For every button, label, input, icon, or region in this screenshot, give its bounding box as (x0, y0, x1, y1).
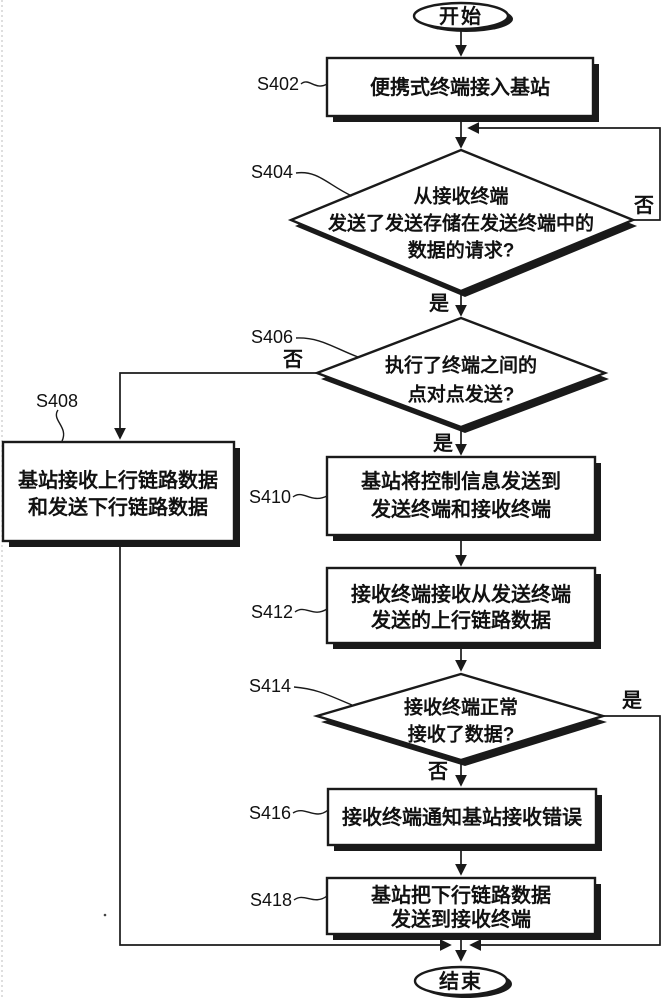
step-label-s408: S408 (36, 391, 78, 411)
edge-s414-yes-to-join (469, 715, 661, 951)
node-s406-shape (313, 316, 609, 429)
node-s410: 基站将控制信息发送到 发送终端和接收终端 S410 (249, 455, 601, 541)
leader-s418 (293, 895, 328, 901)
edge-s404-no-loop (467, 122, 661, 221)
node-s402-shape (325, 56, 595, 118)
node-s404: 从接收终端 发送了发送存储在发送终端中的 数据的请求? S404 (251, 148, 637, 297)
leader-s404 (295, 171, 353, 197)
node-start-shape (412, 1, 510, 31)
node-s414: 接收终端正常 接收了数据? S414 (249, 672, 608, 766)
step-label-s402: S402 (257, 74, 299, 94)
leader-s408 (55, 409, 65, 442)
node-s412-shape (325, 566, 597, 645)
node-s416-text: 接收终端通知基站接收错误 (342, 805, 583, 829)
node-s414-shape (312, 672, 608, 762)
edge-s408-to-join (119, 541, 452, 951)
node-s402-text: 便携式终端接入基站 (370, 75, 550, 99)
node-start: 开始 (412, 1, 513, 32)
node-s406: 执行了终端之间的 点对点发送? S406 (251, 316, 609, 433)
branch-label-s406-yes: 是 (432, 432, 453, 455)
node-s406-text-line1: 执行了终端之间的 (385, 354, 537, 377)
node-end: 结束 (413, 965, 512, 998)
branch-label-s406-no: 否 (282, 349, 303, 371)
step-label-s418: S418 (250, 890, 292, 910)
node-end-shape (413, 965, 509, 997)
branch-label-s414-yes: 是 (621, 689, 642, 712)
node-s412-text-line2: 发送的上行链路数据 (370, 608, 551, 632)
step-label-s414: S414 (249, 676, 291, 696)
connectors (114, 29, 661, 962)
node-s408-text-line2: 和发送下行链路数据 (28, 495, 208, 519)
node-s404-text-line2: 发送了发送存储在发送终端中的 (327, 212, 594, 235)
node-start-label: 开始 (439, 4, 483, 28)
node-s408-text-line1: 基站接收上行链路数据 (18, 468, 218, 492)
node-s410-shape (325, 455, 597, 537)
node-s418-shape (325, 876, 597, 936)
step-label-s410: S410 (249, 487, 291, 507)
leader-s410 (292, 493, 328, 500)
node-s418: 基站把下行链路数据 发送到接收终端 S418 (250, 876, 601, 940)
branch-labels: 否 是 否 是 是 否 (282, 195, 654, 783)
node-s414-text-line1: 接收终端正常 (404, 696, 518, 719)
node-s404-text-line1: 从接收终端 (413, 185, 508, 208)
leader-s406 (295, 337, 359, 358)
step-label-s404: S404 (251, 162, 293, 182)
node-s408: 基站接收上行链路数据 和发送下行链路数据 S408 (1, 391, 240, 547)
node-s418-text-line2: 发送到接收终端 (390, 907, 531, 931)
node-s402: 便携式终端接入基站 S402 (257, 56, 599, 122)
branch-label-s404-no: 否 (633, 195, 654, 217)
node-s408-shape (1, 440, 236, 543)
node-s416: 接收终端通知基站接收错误 S416 (249, 787, 602, 851)
node-s406-text-line2: 点对点发送? (408, 383, 515, 406)
node-s414-text-line2: 接收了数据? (408, 723, 515, 746)
scan-artifact-dot (103, 913, 107, 917)
step-label-s406: S406 (251, 327, 293, 347)
node-s416-shape (326, 787, 598, 847)
leader-s414 (293, 686, 353, 706)
step-label-s416: S416 (249, 803, 291, 823)
node-s412: 接收终端接收从发送终端 发送的上行链路数据 S412 (251, 566, 601, 649)
node-s412-text-line1: 接收终端接收从发送终端 (351, 582, 571, 606)
node-s410-text-line1: 基站将控制信息发送到 (361, 469, 561, 493)
leader-s402 (300, 81, 328, 87)
node-s404-text-line3: 数据的请求? (408, 239, 515, 262)
step-label-s412: S412 (251, 602, 293, 622)
node-s410-text-line2: 发送终端和接收终端 (370, 497, 551, 521)
node-s404-shape (287, 148, 637, 293)
node-s418-text-line1: 基站把下行链路数据 (371, 883, 551, 907)
edge-s406-no-to-s408 (114, 372, 317, 440)
node-end-label: 结束 (439, 969, 483, 993)
leader-s416 (292, 809, 329, 815)
leader-s412 (294, 608, 328, 613)
branch-label-s404-yes: 是 (428, 292, 449, 315)
branch-label-s414-no: 否 (427, 761, 448, 783)
